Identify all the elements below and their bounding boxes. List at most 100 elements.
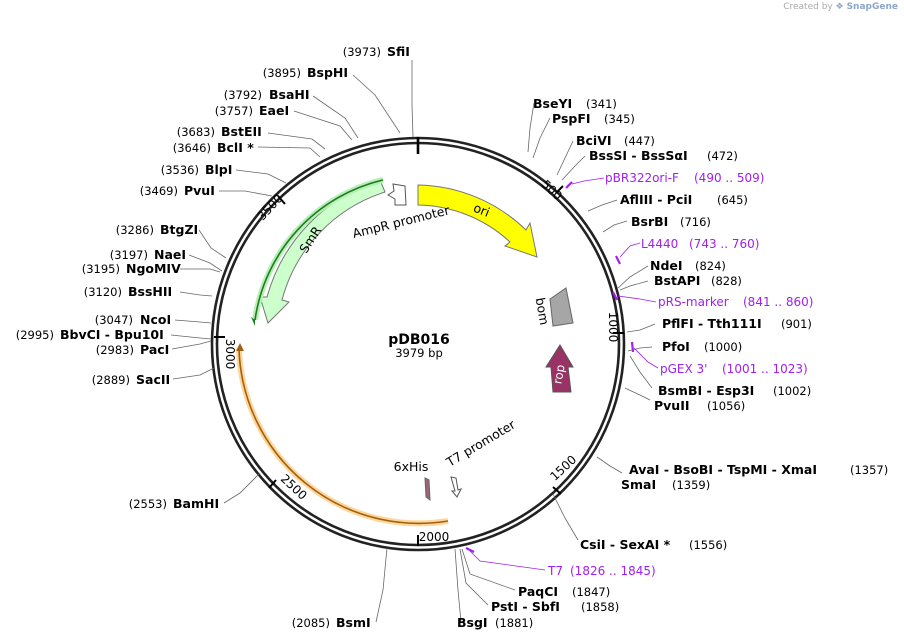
pfoi-pos: (1000) — [704, 340, 742, 354]
rop-arrow[interactable] — [545, 344, 574, 393]
site-bcli[interactable]: (3646) BclI * — [173, 140, 254, 155]
bsrbi-pos: (716) — [680, 215, 711, 229]
bstapi-name: BstAPI — [654, 273, 700, 288]
site-sfii[interactable]: (3973) SfiI — [343, 44, 410, 59]
site-sacii[interactable]: (2889) SacII — [92, 372, 170, 387]
bcli-name: BclI * — [217, 140, 254, 155]
csii-name: CsiI - SexAI * — [580, 537, 671, 552]
site-bsrbi[interactable]: BsrBI (716) — [631, 214, 711, 229]
paqci-leader — [461, 548, 516, 591]
site-afliii[interactable]: AflIII - PciI (645) — [620, 192, 748, 207]
bsphi-name: BspHI — [307, 65, 348, 80]
pvuii-name: PvuII — [654, 398, 690, 413]
plasmid-name: pDB016 — [388, 332, 450, 348]
site-pfoi[interactable]: PfoI (1000) — [662, 339, 742, 354]
pgex-mark — [630, 341, 635, 353]
primer-pgex[interactable]: pGEX 3' (1001 .. 1023) — [660, 362, 808, 376]
ampr-promoter-label: AmpR promoter — [351, 202, 452, 241]
avai-name: AvaI - BsoBI - TspMI - XmaI — [629, 462, 817, 477]
bsteii-pos: (3683) — [177, 125, 215, 139]
site-bsmbi[interactable]: BsmBI - Esp3I (1002) — [658, 383, 811, 398]
site-bamhi[interactable]: (2553) BamHI — [129, 496, 219, 511]
site-paci[interactable]: (2983) PacI — [96, 342, 170, 357]
plasmid-length: 3979 bp — [395, 346, 443, 360]
site-btgzi[interactable]: (3286) BtgZI — [116, 222, 198, 237]
bsssi-leader — [561, 155, 586, 181]
bcivi-name: BciVI — [576, 133, 612, 148]
site-bsteii[interactable]: (3683) BstEII — [177, 124, 262, 139]
t7-primer-mark — [465, 547, 475, 553]
site-smai[interactable]: SmaI (1359) — [621, 477, 710, 492]
bsphi-pos: (3895) — [263, 66, 301, 80]
afliii-name: AflIII - PciI — [620, 192, 692, 207]
csii-leader — [552, 493, 579, 541]
bom-box[interactable] — [549, 287, 574, 327]
tick-1000-label: 1000 — [606, 312, 620, 343]
bsmbi-name: BsmBI - Esp3I — [658, 383, 754, 398]
sfii-name: SfiI — [387, 44, 410, 59]
site-bsphi[interactable]: (3895) BspHI — [263, 65, 348, 80]
highlight-arcs — [236, 177, 449, 527]
site-bcivi[interactable]: BciVI (447) — [576, 133, 655, 148]
site-bsshii[interactable]: (3120) BssHII — [84, 284, 172, 299]
smai-pos: (1359) — [672, 478, 710, 492]
pvui-leader — [219, 190, 273, 197]
site-bseyi[interactable]: BseYI (341) — [533, 96, 617, 111]
primer-prs[interactable]: pRS-marker (841 .. 860) — [658, 295, 813, 309]
site-ngomiv[interactable]: (3195) NgoMIV — [82, 261, 181, 276]
bsmi-leader — [375, 547, 388, 623]
ori-arrow[interactable] — [417, 184, 538, 258]
site-pspfi[interactable]: PspFI (345) — [552, 111, 635, 126]
pbr322-mark — [565, 181, 573, 189]
site-blpi[interactable]: (3536) BlpI — [161, 162, 233, 177]
site-bsahi[interactable]: (3792) BsaHI — [224, 87, 310, 102]
pvuii-leader — [624, 387, 651, 401]
primer-l4440[interactable]: L4440 (743 .. 760) — [641, 237, 759, 251]
site-avai[interactable]: AvaI - BsoBI - TspMI - XmaI (1357) — [629, 462, 888, 477]
bbvci-pos: (2995) — [16, 328, 54, 342]
bsgi-pos: (1881) — [495, 616, 533, 630]
his-tag-box[interactable] — [424, 477, 431, 502]
tick-3500-mark — [277, 195, 286, 205]
site-bbvci[interactable]: (2995) BbvCI - Bpu10I — [16, 327, 164, 342]
site-eaei[interactable]: (3757) EaeI — [215, 103, 289, 118]
btgzi-name: BtgZI — [160, 222, 198, 237]
paci-pos: (2983) — [96, 343, 134, 357]
l4440-leader — [619, 242, 641, 258]
snapgene-logo-icon: ❖ — [835, 2, 844, 12]
site-pflfi[interactable]: PflFI - Tth111I (901) — [662, 316, 812, 331]
l4440-range: (743 .. 760) — [689, 237, 759, 251]
site-bstapi[interactable]: BstAPI (828) — [654, 273, 742, 288]
site-bsssi[interactable]: BssSI - BssSαI (472) — [589, 148, 738, 163]
ampr-promoter-arrow[interactable] — [387, 183, 407, 206]
site-psti[interactable]: PstI - SbfI (1858) — [491, 599, 619, 614]
t7-promoter-arrow[interactable] — [450, 476, 462, 498]
site-ndei[interactable]: NdeI (824) — [650, 258, 726, 273]
pvui-name: PvuI — [184, 183, 215, 198]
pgex-name: pGEX 3' — [660, 362, 707, 376]
bom-label: bom — [533, 296, 553, 326]
bseyi-pos: (341) — [586, 97, 617, 111]
primer-t7[interactable]: T7 (1826 .. 1845) — [547, 564, 656, 578]
site-ncoi[interactable]: (3047) NcoI — [95, 312, 171, 327]
site-pvuii[interactable]: PvuII (1056) — [654, 398, 745, 413]
site-bsgi[interactable]: BsgI (1881) — [457, 615, 533, 630]
tick-2000-label: 2000 — [419, 530, 450, 544]
blpi-leader — [235, 169, 287, 184]
site-labels-left: (3973) SfiI (3895) BspHI (3792) BsaHI (3… — [16, 44, 410, 630]
site-pvui[interactable]: (3469) PvuI — [140, 183, 215, 198]
ncoi-pos: (3047) — [95, 313, 133, 327]
primer-pbr322[interactable]: pBR322ori-F (490 .. 509) — [605, 171, 764, 185]
site-naei[interactable]: (3197) NaeI — [110, 247, 186, 262]
ndei-name: NdeI — [650, 258, 683, 273]
bsmi-name: BsmI — [336, 615, 371, 630]
primer-marks — [465, 181, 635, 553]
psti-name: PstI - SbfI — [491, 599, 560, 614]
bsmbi-pos: (1002) — [773, 384, 811, 398]
prs-leader — [617, 295, 657, 303]
site-csii[interactable]: CsiI - SexAI * (1556) — [580, 537, 727, 552]
pflfi-leader — [626, 323, 656, 333]
site-paqci[interactable]: PaqCI (1847) — [518, 584, 610, 599]
bsteii-name: BstEII — [221, 124, 262, 139]
site-bsmi[interactable]: (2085) BsmI — [292, 615, 371, 630]
